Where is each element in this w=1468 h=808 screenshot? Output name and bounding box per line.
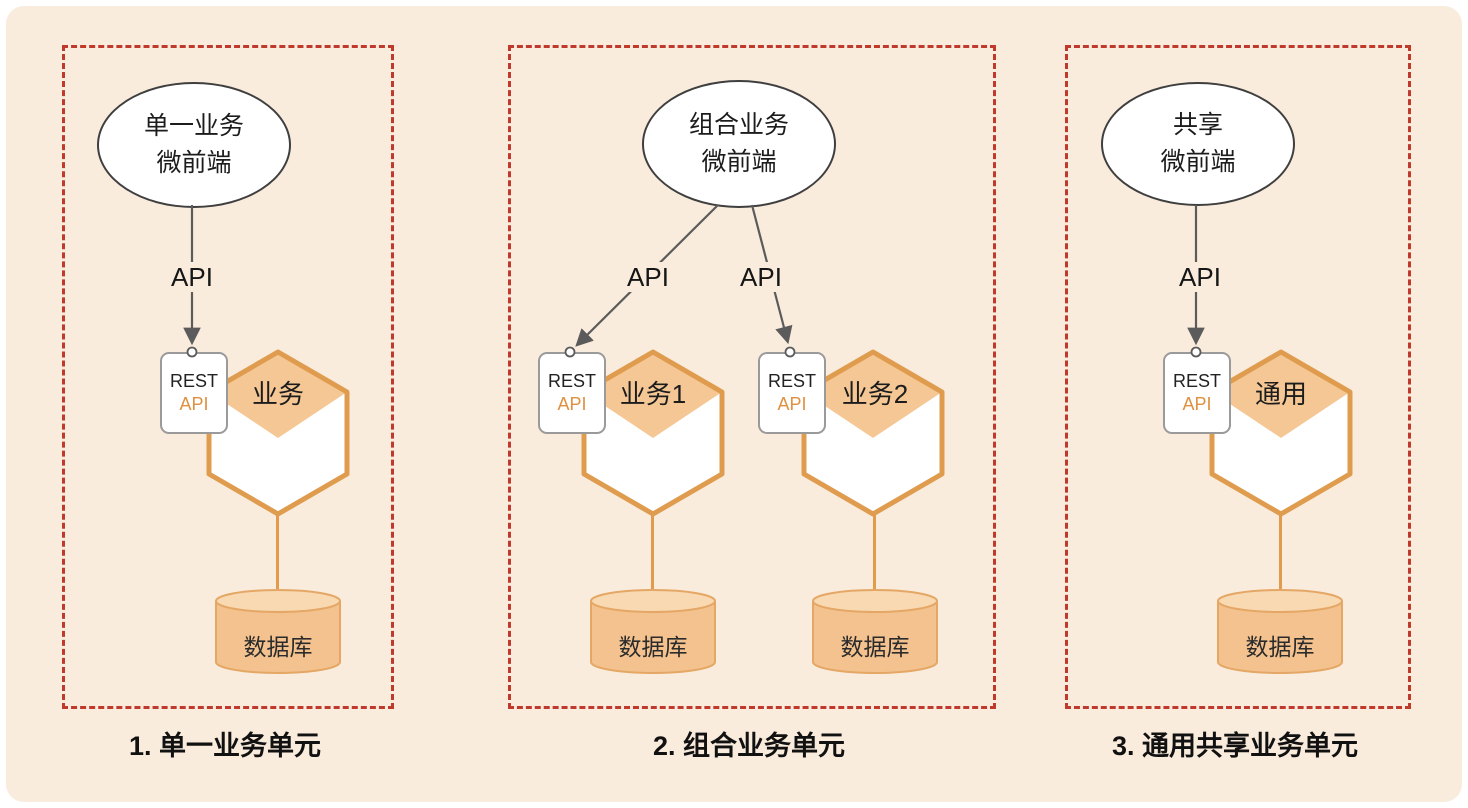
service-label: 业务1 bbox=[619, 379, 687, 409]
db-connector-line bbox=[873, 514, 876, 590]
panel-single-frame bbox=[62, 45, 394, 709]
database-cylinder bbox=[590, 589, 716, 674]
panel-composite-caption: 2. 组合业务单元 bbox=[652, 731, 846, 761]
db-connector-line bbox=[276, 514, 279, 590]
service-label: 业务2 bbox=[841, 379, 909, 409]
rest-api-badge: REST API bbox=[1163, 352, 1231, 434]
hexagon-shape bbox=[206, 349, 350, 517]
hexagon-shape bbox=[581, 349, 725, 517]
database-cylinder bbox=[1217, 589, 1343, 674]
api-arrow-left-label: API bbox=[588, 262, 708, 293]
db-connector-line bbox=[1279, 514, 1282, 590]
database-cylinder bbox=[215, 589, 341, 674]
database-label: 数据库 bbox=[618, 634, 688, 660]
frontend-node-single: 单一业务 微前端 bbox=[97, 82, 291, 208]
db-connector-line bbox=[651, 514, 654, 590]
rest-api-badge: REST API bbox=[160, 352, 228, 434]
panel-shared-caption: 3. 通用共享业务单元 bbox=[1111, 731, 1359, 761]
database-cylinder bbox=[812, 589, 938, 674]
rest-api-badge-line1: REST bbox=[169, 370, 218, 391]
rest-api-badge: REST API bbox=[758, 352, 826, 434]
frontend-node-composite: 组合业务 微前端 bbox=[642, 80, 836, 208]
rest-api-badge: REST API bbox=[538, 352, 606, 434]
api-arrow-label: API bbox=[132, 262, 252, 293]
panel-composite-frame bbox=[508, 45, 996, 709]
database-label: 数据库 bbox=[840, 634, 910, 660]
service-label: 通用 bbox=[1254, 379, 1307, 409]
api-arrow-right-label: API bbox=[701, 262, 821, 293]
frontend-node-composite-line1: 组合业务 bbox=[688, 110, 789, 139]
frontend-node-shared-line1: 共享 bbox=[1172, 110, 1223, 139]
database-label: 数据库 bbox=[243, 634, 313, 660]
frontend-node-single-line2: 微前端 bbox=[156, 149, 232, 177]
frontend-node-single-line1: 单一业务 bbox=[143, 111, 244, 140]
hexagon-shape bbox=[801, 349, 945, 517]
service-label: 业务 bbox=[251, 379, 304, 409]
frontend-node-composite-line2: 微前端 bbox=[701, 148, 777, 176]
rest-api-badge-line2: API bbox=[179, 394, 209, 414]
panel-single-caption: 1. 单一业务单元 bbox=[128, 731, 322, 761]
frontend-node-shared: 共享 微前端 bbox=[1101, 82, 1295, 206]
database-label: 数据库 bbox=[1245, 634, 1315, 660]
api-arrow-label: API bbox=[1140, 262, 1260, 293]
frontend-node-shared-line2: 微前端 bbox=[1160, 148, 1236, 176]
panel-shared-frame bbox=[1065, 45, 1411, 709]
